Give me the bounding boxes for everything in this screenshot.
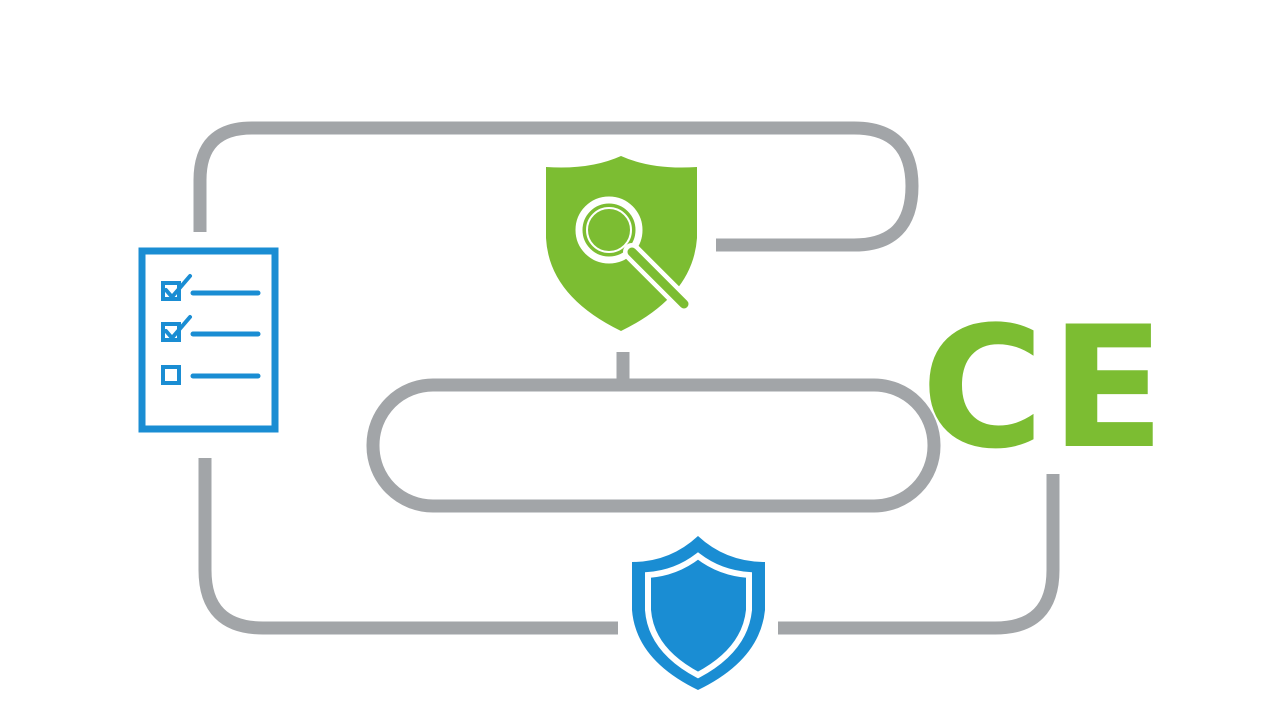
- ce-mark-text: CE: [921, 290, 1171, 486]
- shield-magnifier-icon: [546, 156, 697, 331]
- path-middle-loop: [366, 378, 941, 513]
- path-bottom-right: [778, 474, 1060, 635]
- connector-paths: [193, 121, 1060, 635]
- shield-icon: [632, 536, 765, 690]
- ce-mark-icon: CE: [921, 290, 1171, 486]
- checklist-icon: [138, 247, 279, 433]
- path-bottom-left: [198, 458, 618, 635]
- path-top-loop: [193, 121, 919, 252]
